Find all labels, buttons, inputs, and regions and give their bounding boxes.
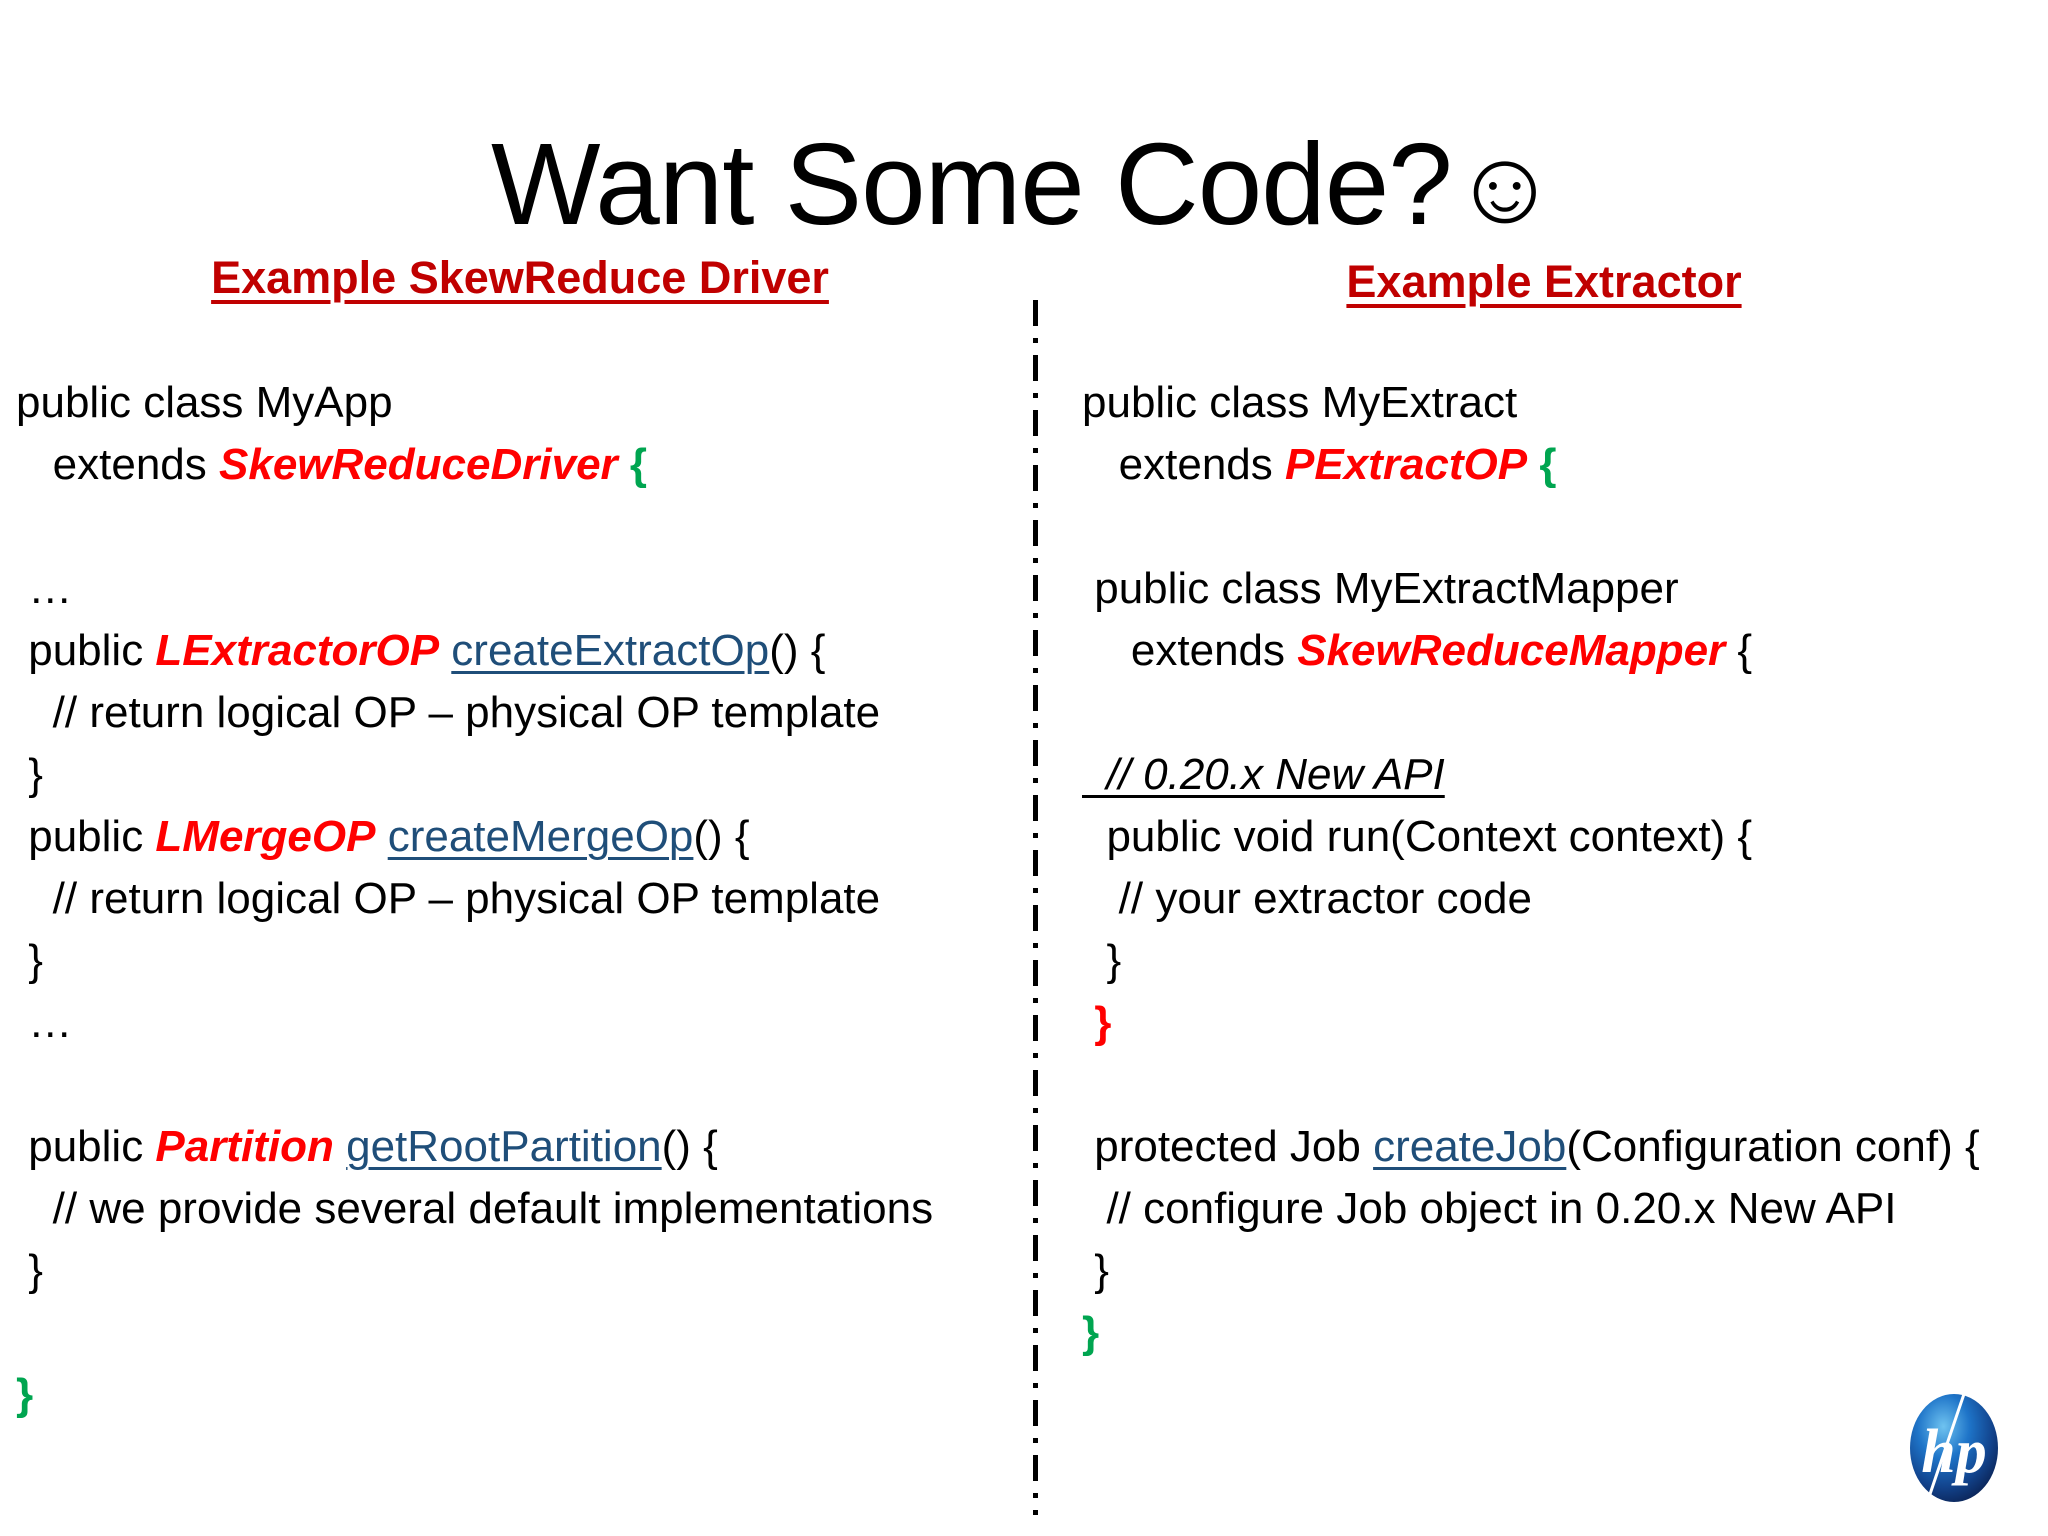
code-token: // return logical OP – physical OP templ… bbox=[16, 688, 881, 737]
code-line: public void run(Context context) { bbox=[1082, 806, 2048, 868]
code-token: { bbox=[629, 440, 648, 489]
code-link-createjob[interactable]: createJob bbox=[1373, 1122, 1567, 1171]
code-token: // 0.20.x New API bbox=[1082, 750, 1445, 799]
column-heading-skewreduce-driver: Example SkewReduce Driver bbox=[211, 252, 829, 303]
code-token bbox=[375, 812, 387, 861]
code-line: // return logical OP – physical OP templ… bbox=[16, 682, 1026, 744]
code-block-skewreduce-driver: public class MyApp extends SkewReduceDri… bbox=[16, 372, 1026, 1426]
code-line bbox=[1082, 682, 2048, 744]
code-line: } bbox=[1082, 1302, 2048, 1364]
hp-logo-slash bbox=[1926, 1393, 1966, 1501]
code-token: () { bbox=[661, 1122, 718, 1171]
code-line: } bbox=[1082, 992, 2048, 1054]
code-token: { bbox=[1725, 626, 1753, 675]
code-token: } bbox=[1082, 998, 1112, 1047]
code-token: { bbox=[1539, 440, 1557, 489]
smiley-face-icon: ☺ bbox=[1451, 128, 1558, 245]
code-token: } bbox=[16, 936, 43, 985]
code-line bbox=[16, 496, 1026, 558]
code-token: // your extractor code bbox=[1082, 874, 1532, 923]
code-line bbox=[1082, 496, 2048, 558]
code-line: extends SkewReduceDriver { bbox=[16, 434, 1026, 496]
code-line: … bbox=[16, 558, 1026, 620]
code-token: public class MyApp bbox=[16, 378, 393, 427]
code-token bbox=[1527, 440, 1539, 489]
code-line: } bbox=[16, 1240, 1026, 1302]
code-line: // 0.20.x New API bbox=[1082, 744, 2048, 806]
code-token: public bbox=[16, 812, 156, 861]
code-line: public class MyApp bbox=[16, 372, 1026, 434]
code-line: // your extractor code bbox=[1082, 868, 2048, 930]
code-line: public Partition getRootPartition() { bbox=[16, 1116, 1026, 1178]
code-token: } bbox=[16, 750, 43, 799]
page-title: Want Some Code?☺ bbox=[0, 126, 2048, 242]
code-token: extends bbox=[1082, 626, 1298, 675]
code-line: … bbox=[16, 992, 1026, 1054]
code-token: … bbox=[16, 998, 73, 1047]
code-line: } bbox=[16, 744, 1026, 806]
hp-logo-ellipse bbox=[1910, 1394, 1998, 1502]
code-token: () { bbox=[769, 626, 826, 675]
code-token: public class MyExtractMapper bbox=[1082, 564, 1679, 613]
code-token: } bbox=[1082, 1308, 1100, 1357]
code-token: // configure Job object in 0.20.x New AP… bbox=[1082, 1184, 1897, 1233]
code-line: } bbox=[1082, 930, 2048, 992]
code-link-createextractop[interactable]: createExtractOp bbox=[451, 626, 770, 675]
code-token: () { bbox=[693, 812, 750, 861]
code-token: // we provide several default implementa… bbox=[16, 1184, 934, 1233]
page-title-text: Want Some Code? bbox=[491, 118, 1453, 249]
code-line bbox=[1082, 1054, 2048, 1116]
code-token bbox=[618, 440, 630, 489]
code-block-extractor: public class MyExtract extends PExtractO… bbox=[1082, 372, 2048, 1364]
code-line bbox=[16, 1302, 1026, 1364]
code-type-partition: Partition bbox=[155, 1122, 334, 1171]
code-token: protected Job bbox=[1082, 1122, 1374, 1171]
code-line: protected Job createJob(Configuration co… bbox=[1082, 1116, 2048, 1178]
code-token: public bbox=[16, 626, 156, 675]
code-line: extends PExtractOP { bbox=[1082, 434, 2048, 496]
code-line: } bbox=[16, 930, 1026, 992]
code-token: public class MyExtract bbox=[1082, 378, 1518, 427]
code-link-createmergeop[interactable]: createMergeOp bbox=[387, 812, 694, 861]
code-token bbox=[439, 626, 451, 675]
code-line: public class MyExtractMapper bbox=[1082, 558, 2048, 620]
code-token bbox=[334, 1122, 346, 1171]
code-token: … bbox=[16, 564, 73, 613]
code-token: extends bbox=[1082, 440, 1286, 489]
code-type-lextractorop: LExtractorOP bbox=[155, 626, 440, 675]
code-token: public bbox=[16, 1122, 156, 1171]
code-type-lmergeop: LMergeOP bbox=[155, 812, 376, 861]
code-token: } bbox=[16, 1370, 34, 1419]
code-token: public void run(Context context) { bbox=[1082, 812, 1753, 861]
code-line: // we provide several default implementa… bbox=[16, 1178, 1026, 1240]
code-token: // return logical OP – physical OP templ… bbox=[16, 874, 881, 923]
column-heading-extractor: Example Extractor bbox=[1346, 256, 1742, 307]
code-line: // configure Job object in 0.20.x New AP… bbox=[1082, 1178, 2048, 1240]
code-token: } bbox=[1082, 936, 1122, 985]
code-line: } bbox=[16, 1364, 1026, 1426]
code-token: extends bbox=[16, 440, 220, 489]
code-type-skewreducemapper: SkewReduceMapper bbox=[1297, 626, 1726, 675]
code-type-pextractop: PExtractOP bbox=[1285, 440, 1528, 489]
code-line: public LMergeOP createMergeOp() { bbox=[16, 806, 1026, 868]
code-line: public LExtractorOP createExtractOp() { bbox=[16, 620, 1026, 682]
hp-logo: hp bbox=[1902, 1392, 2006, 1514]
code-line: public class MyExtract bbox=[1082, 372, 2048, 434]
code-token: } bbox=[1082, 1246, 1109, 1295]
code-link-getrootpartition[interactable]: getRootPartition bbox=[346, 1122, 662, 1171]
hp-logo-wordmark: hp bbox=[1921, 1418, 1986, 1486]
code-token: (Configuration conf) { bbox=[1566, 1122, 1980, 1171]
code-type-skewreducedriver: SkewReduceDriver bbox=[219, 440, 618, 489]
code-line: } bbox=[1082, 1240, 2048, 1302]
code-token: } bbox=[16, 1246, 43, 1295]
code-line: // return logical OP – physical OP templ… bbox=[16, 868, 1026, 930]
code-line bbox=[16, 1054, 1026, 1116]
code-line: extends SkewReduceMapper { bbox=[1082, 620, 2048, 682]
